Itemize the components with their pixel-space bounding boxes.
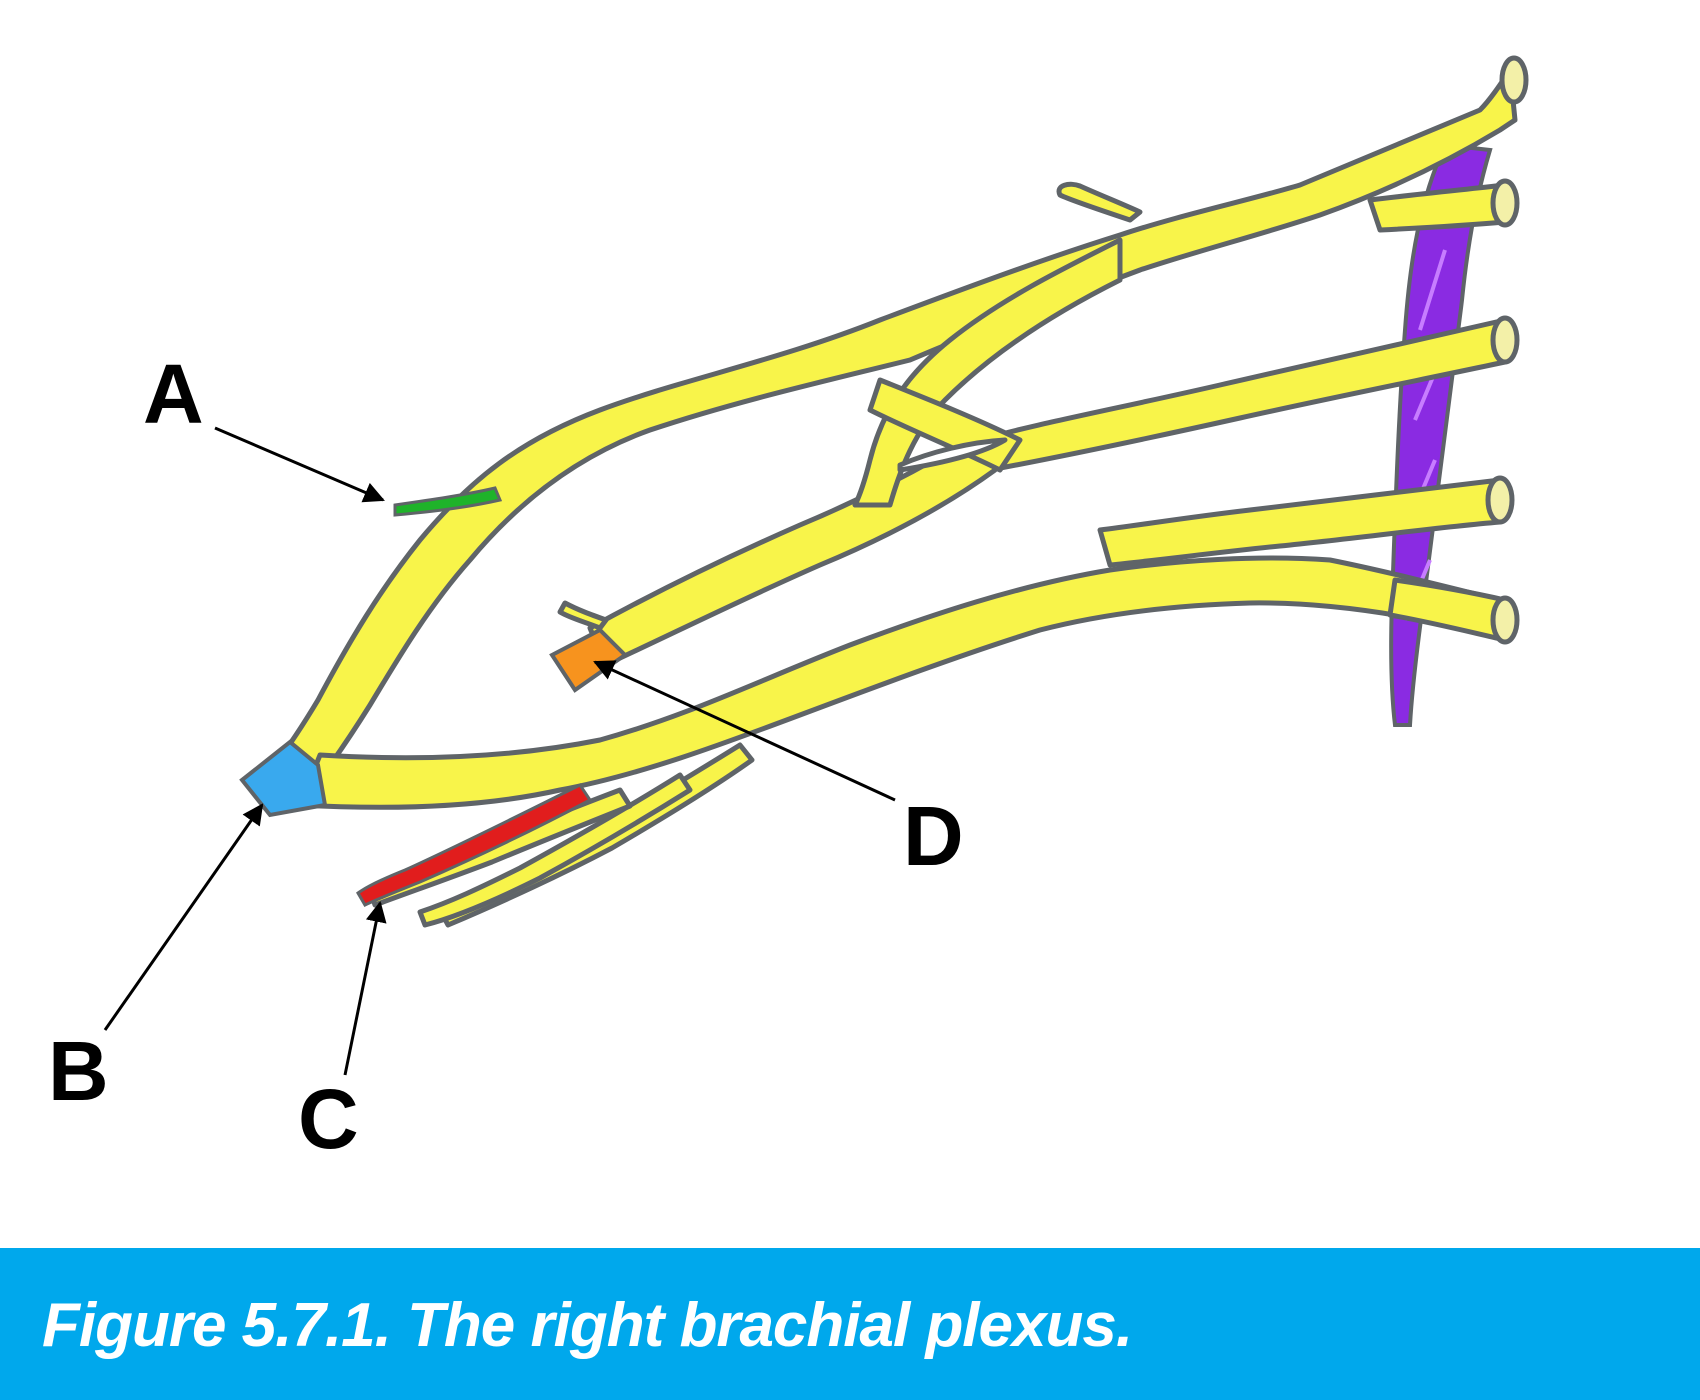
label-c: C (298, 1072, 359, 1166)
highlight-d (549, 627, 629, 693)
label-a: A (143, 347, 204, 441)
highlight-c (356, 783, 593, 907)
arrow-b (103, 803, 264, 1031)
label-arrows (103, 426, 896, 1076)
brachial-plexus-diagram: A B C D (48, 55, 1529, 1166)
vertebral-column (1389, 142, 1493, 727)
highlights (239, 486, 629, 907)
label-d: D (903, 789, 964, 883)
letter-labels: A B C D (48, 347, 964, 1166)
figure-caption: Figure 5.7.1. The right brachial plexus. (42, 1291, 1133, 1360)
caption-bar: Figure 5.7.1. The right brachial plexus. (0, 1248, 1700, 1400)
arrow-d (593, 660, 896, 802)
divisions-crossing (852, 237, 1123, 508)
label-b: B (48, 1024, 109, 1118)
root-ends (1485, 55, 1529, 645)
arrow-c (343, 900, 387, 1076)
arrow-a (214, 426, 385, 503)
highlight-a (393, 486, 503, 517)
highlight-b (239, 739, 328, 818)
